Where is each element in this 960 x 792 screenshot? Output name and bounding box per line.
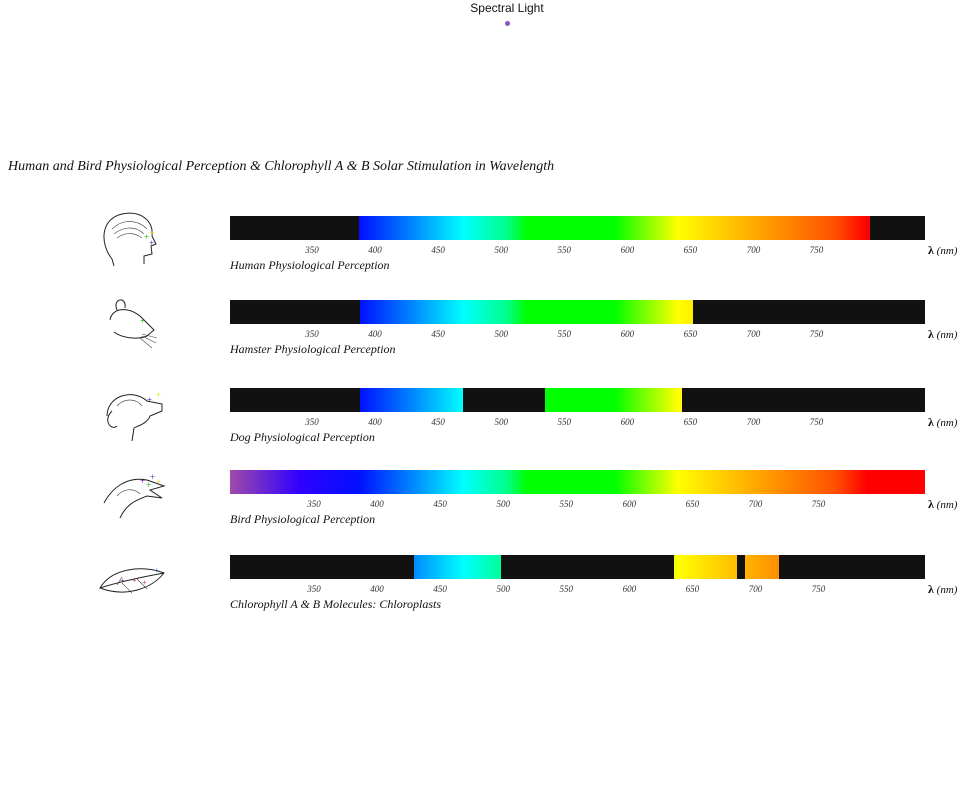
tick-label: 350	[305, 245, 319, 255]
svg-text:+: +	[149, 238, 154, 248]
svg-text:+: +	[142, 578, 147, 587]
tick-label: 550	[559, 584, 574, 594]
row-label: Chlorophyll A & B Molecules: Chloroplast…	[230, 597, 441, 611]
tick-label: 650	[685, 499, 700, 509]
tick-label: 450	[433, 584, 447, 594]
tick-label: 700	[746, 245, 761, 255]
tick-label: 450	[433, 499, 447, 509]
tick-label: 650	[685, 584, 700, 594]
unit-label: λ (nm)	[928, 582, 958, 596]
tick-label: 500	[494, 329, 508, 339]
tick-label: 600	[620, 417, 635, 427]
tick-label: 350	[307, 499, 321, 509]
tick-label: 750	[809, 417, 824, 427]
tick-label: 600	[622, 499, 637, 509]
tick-label: 600	[620, 245, 635, 255]
tick-label: 750	[809, 245, 824, 255]
perceived-band	[744, 555, 779, 579]
spectrum-row: + + + +350 400 450 500 550 600 650 700 750 λ (nm) Chl…	[0, 555, 960, 625]
spectrum-bar	[230, 555, 925, 579]
human-head-icon: +++	[103, 212, 157, 267]
svg-text:+: +	[156, 390, 161, 400]
row-label: Hamster Physiological Perception	[230, 342, 396, 356]
tick-label: 550	[557, 417, 572, 427]
tick-label: 700	[748, 499, 763, 509]
tick-label: 650	[683, 329, 698, 339]
tick-label: 750	[811, 499, 826, 509]
dog-head-icon: ++	[106, 390, 163, 442]
svg-text:+: +	[150, 472, 155, 482]
svg-text:+: +	[140, 476, 145, 486]
tick-label: 700	[746, 329, 761, 339]
row-label: Dog Physiological Perception	[230, 430, 375, 444]
unit-label: λ (nm)	[928, 497, 958, 511]
unit-label: λ (nm)	[928, 243, 958, 257]
spectrum-bar	[230, 216, 925, 240]
tick-label: 650	[683, 417, 698, 427]
svg-text:+: +	[147, 395, 152, 405]
tick-label: 450	[431, 329, 445, 339]
perceived-band	[414, 555, 502, 579]
tick-label: 450	[431, 245, 445, 255]
svg-text:+: +	[120, 576, 125, 585]
spectrum-row: +350 400 450 500 550 600 650 700 750 λ (nm) Hamste…	[0, 299, 960, 370]
tick-label: 400	[370, 584, 384, 594]
tick-label: 350	[305, 417, 319, 427]
svg-text:+: +	[140, 316, 145, 326]
perceived-band	[673, 555, 738, 579]
tick-label: 750	[809, 329, 824, 339]
tick-label: 450	[431, 417, 445, 427]
svg-text:+: +	[144, 232, 149, 242]
svg-text:+: +	[146, 480, 151, 490]
tick-label: 350	[307, 584, 321, 594]
tick-label: 400	[368, 329, 382, 339]
unit-label: λ (nm)	[928, 327, 958, 341]
tick-label: 500	[494, 417, 508, 427]
svg-text:+: +	[154, 566, 159, 575]
legend-title: Spectral Light	[470, 1, 544, 15]
row-label: Bird Physiological Perception	[230, 512, 376, 526]
spectrum-bar	[230, 300, 925, 324]
spectrum-bar	[230, 388, 925, 412]
tick-label: 400	[368, 417, 382, 427]
tick-label: 750	[811, 584, 826, 594]
page-title: Human and Bird Physiological Perception …	[8, 159, 555, 174]
unit-label: λ (nm)	[928, 415, 958, 429]
tick-label: 600	[620, 329, 635, 339]
tick-label: 500	[494, 245, 508, 255]
svg-text:+: +	[150, 228, 155, 238]
tick-label: 400	[368, 245, 382, 255]
perceived-band	[230, 470, 925, 494]
tick-label: 500	[496, 499, 510, 509]
tick-label: 400	[370, 499, 384, 509]
tick-label: 550	[559, 499, 574, 509]
spectrum-bar	[230, 470, 925, 494]
perceived-band	[358, 216, 870, 240]
tick-label: 500	[496, 584, 510, 594]
perceived-band	[359, 388, 464, 412]
perceived-band	[545, 388, 682, 412]
leaf-icon: + + + +	[99, 566, 165, 594]
tick-label: 600	[622, 584, 637, 594]
svg-text:+: +	[156, 477, 161, 487]
tick-label: 350	[305, 329, 319, 339]
row-label: Human Physiological Perception	[230, 258, 390, 272]
tick-label: 700	[748, 584, 763, 594]
tick-label: 550	[557, 245, 572, 255]
hamster-head-icon: +	[109, 299, 158, 349]
bird-head-icon: ++++	[103, 472, 166, 519]
legend-marker[interactable]	[505, 21, 510, 26]
tick-label: 700	[746, 417, 761, 427]
tick-label: 650	[683, 245, 698, 255]
tick-label: 550	[557, 329, 572, 339]
perceived-band	[359, 300, 693, 324]
svg-text:+: +	[132, 576, 137, 585]
